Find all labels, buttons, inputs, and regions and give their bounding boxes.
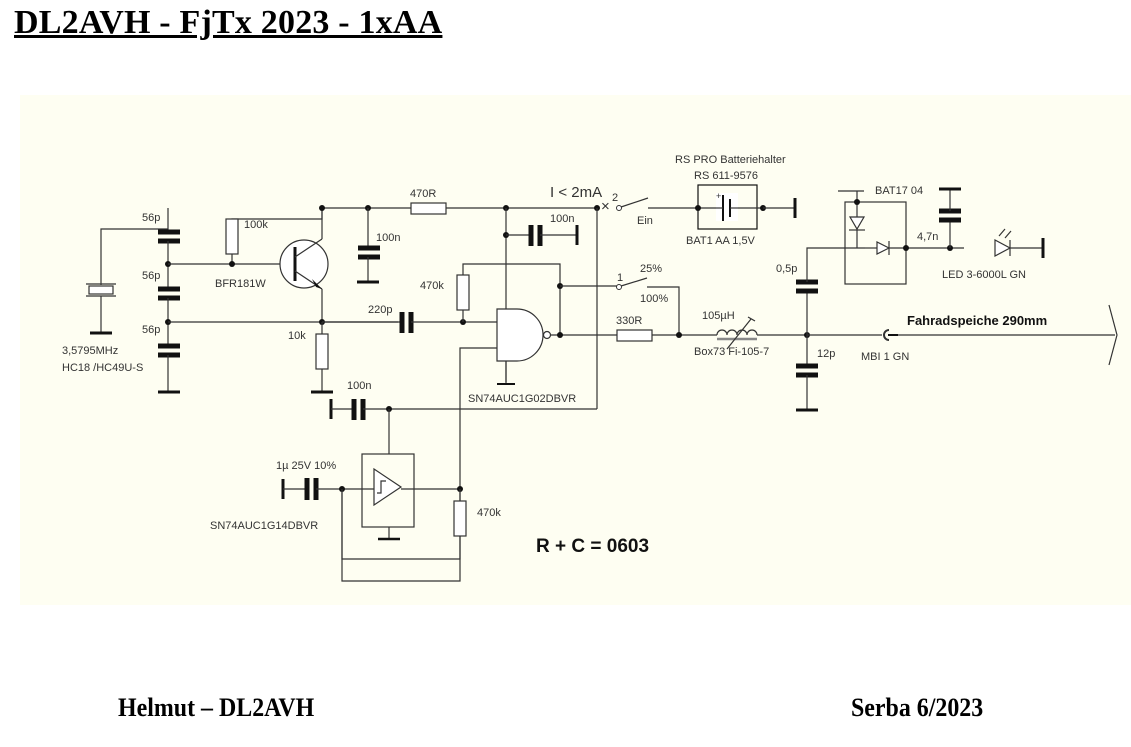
schematic-drawing: 3,5795MHz HC18 /HC49U-S 56p 56p 56p 100k — [62, 154, 1118, 582]
cap-56p-label-1: 56p — [142, 212, 160, 224]
res-330R-label: 330R — [616, 315, 642, 327]
cap-12p-label: 12p — [817, 348, 835, 360]
transistor-label: BFR181W — [215, 278, 266, 290]
cap-100n-label-a: 100n — [376, 232, 400, 244]
output-section: 1 25% 100% 330R 105µH Box73 Fi-105-7 0,5… — [616, 247, 1118, 412]
inductor-icon — [716, 329, 758, 336]
duty-25-label: 25% — [640, 263, 662, 275]
resistor-icon — [410, 202, 447, 215]
battery-section: RS PRO Batteriehalter RS 611-9576 + BAT1… — [648, 154, 797, 247]
res-470k-label-a: 470k — [420, 280, 444, 292]
inductor-value-label: 105µH — [702, 310, 735, 322]
schmitt-trigger-package-icon — [361, 453, 415, 528]
battery-holder-label: RS PRO Batteriehalter — [675, 154, 786, 166]
current-note-label: I < 2mA — [550, 184, 602, 201]
inductor-type-label: Box73 Fi-105-7 — [694, 346, 769, 358]
svg-text:+: + — [716, 191, 721, 201]
led-label: LED 3-6000L GN — [942, 269, 1026, 281]
package-note-label: R + C = 0603 — [536, 536, 649, 557]
crystal-frequency-label: 3,5795MHz — [62, 345, 118, 357]
antenna-end-icon — [1108, 304, 1118, 366]
diode-icon — [848, 216, 866, 231]
battery-order-label: RS 611-9576 — [694, 170, 758, 182]
crystal-case-label: HC18 /HC49U-S — [62, 362, 143, 374]
duty-100-label: 100% — [640, 293, 668, 305]
resistor-icon — [315, 333, 329, 370]
diode-label: BAT17 04 — [875, 185, 923, 197]
footer-date: Serba 6/2023 — [851, 693, 984, 722]
cap-100n-label-b: 100n — [550, 213, 574, 225]
schmitt-trigger-icon — [373, 467, 403, 507]
cap-56p-label-3: 56p — [142, 324, 160, 336]
page-title: DL2AVH - FjTx 2023 - 1xAA — [14, 4, 443, 41]
connector-label: MBI 1 GN — [861, 351, 909, 363]
resistor-icon — [225, 218, 239, 255]
supply-rail: 100n 470R I < 2mA × 2 Ein 100n — [319, 184, 653, 409]
antenna-connector-icon — [883, 329, 890, 341]
cap-56p-label-2: 56p — [142, 270, 160, 282]
schmitt-trigger-section: 100n SN74AUC1G14DBVR 1µ 25V 10% 470k R +… — [210, 380, 649, 560]
duty-switch-icon — [620, 277, 648, 287]
resistor-icon — [616, 329, 653, 342]
cap-0p5-label: 0,5p — [776, 263, 797, 275]
cap-1u-label: 1µ 25V 10% — [276, 460, 336, 472]
transistor-icon — [279, 239, 329, 289]
res-100k-label: 100k — [244, 219, 268, 231]
footer-author: Helmut – DL2AVH — [118, 693, 315, 722]
detector-led-section: BAT17 04 4,7n LED 3-6000L GN — [838, 185, 1045, 285]
svg-text:×: × — [601, 198, 610, 215]
dual-diode-package-icon — [844, 201, 907, 285]
cap-4n7-label: 4,7n — [917, 231, 938, 243]
nor-gate-section: 220p 470k SN74AUC1G02DBVR — [322, 263, 617, 582]
battery-label: BAT1 AA 1,5V — [686, 235, 756, 247]
resistor-icon — [456, 274, 470, 311]
circuit-schematic: 3,5795MHz HC18 /HC49U-S 56p 56p 56p 100k — [20, 95, 1131, 605]
cap-220p-label: 220p — [368, 304, 392, 316]
diode-icon — [876, 241, 891, 255]
nor-gate-label: SN74AUC1G02DBVR — [468, 393, 576, 405]
res-470R-label: 470R — [410, 188, 436, 200]
crystal-icon — [88, 285, 114, 295]
res-10k-label: 10k — [288, 330, 306, 342]
resistor-icon — [453, 500, 467, 537]
switch-pin-2-label: 2 — [612, 192, 618, 204]
nor-gate-icon — [496, 308, 544, 362]
switch-pin-1-label: 1 — [617, 272, 623, 284]
crystal-oscillator-section: 3,5795MHz HC18 /HC49U-S 56p 56p 56p 100k — [62, 208, 398, 394]
cap-100n-label-c: 100n — [347, 380, 371, 392]
power-switch-icon — [620, 197, 649, 208]
antenna-label: Fahradspeiche 290mm — [907, 313, 1047, 328]
switch-on-label: Ein — [637, 215, 653, 227]
led-icon — [994, 239, 1012, 257]
res-470k-label-b: 470k — [477, 507, 501, 519]
schmitt-label: SN74AUC1G14DBVR — [210, 520, 318, 532]
